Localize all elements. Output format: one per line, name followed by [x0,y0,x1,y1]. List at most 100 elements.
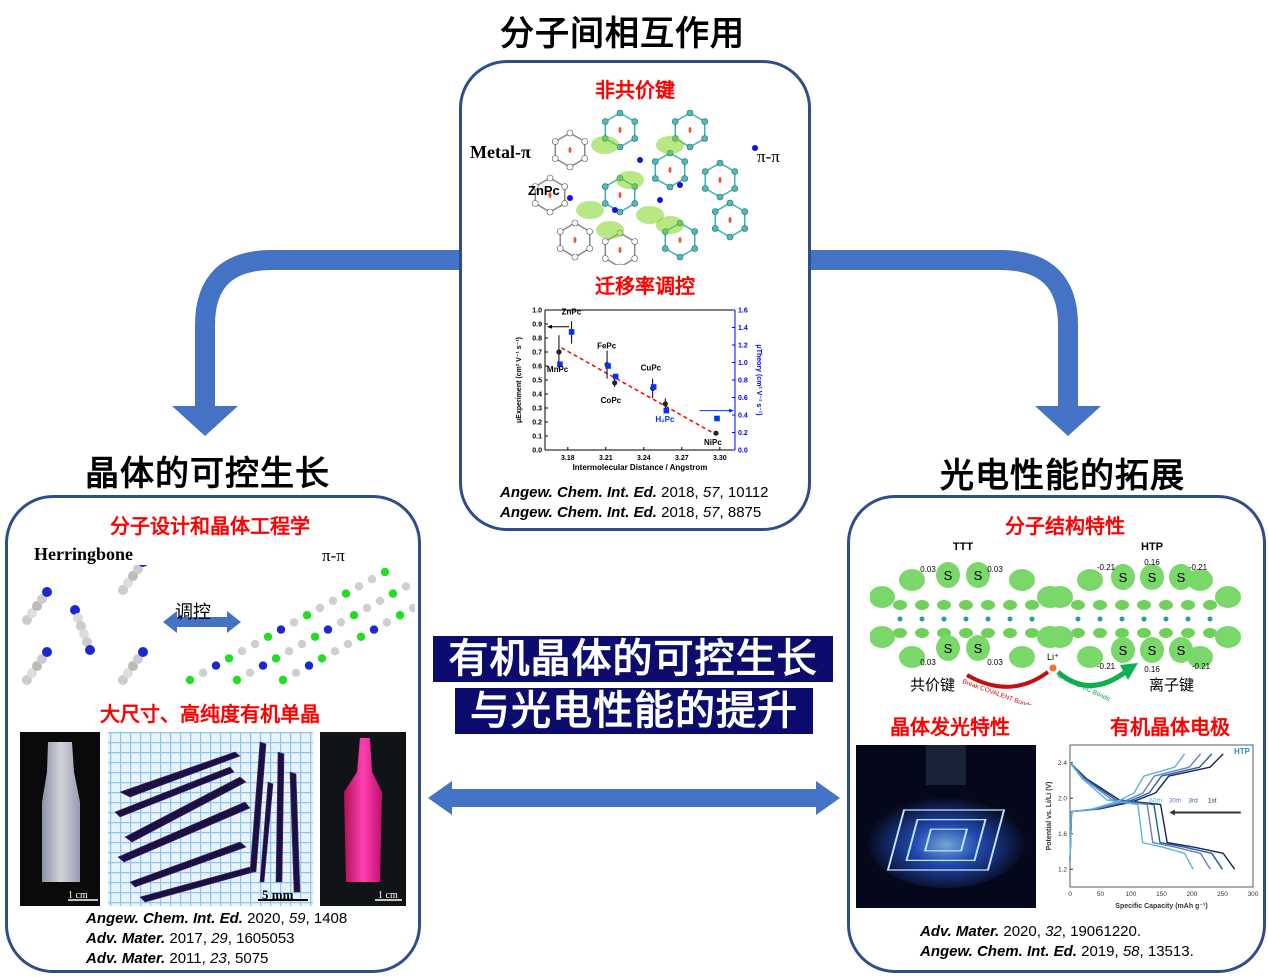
atom [631,238,639,245]
herringbone-molecule [32,661,42,671]
pi-stack-molecule [354,582,364,591]
orbital-lobe [1025,628,1039,638]
herringbone-molecule [133,654,143,664]
atom [691,228,699,235]
ref-journal: Angew. Chem. Int. Ed. [500,504,657,521]
nitrogen-atom [612,207,618,213]
nitrogen-atom [752,145,758,151]
ref-volume: 23 [209,950,227,967]
orbital-lobe [1187,569,1213,591]
ttt-charge: 0.03 [920,658,936,667]
pi-stack-molecule [258,661,268,670]
pi-stack-molecule [356,632,366,641]
orbital-lobe [1215,626,1241,648]
pi-stack-molecule [250,639,260,649]
sulfur-label: S [1177,570,1186,585]
orbital-lobe [1071,600,1085,610]
orbital-lobe [959,600,973,610]
atom [531,200,539,207]
x-tick-label: 50 [1097,891,1105,898]
right-axis-arrowhead [729,408,734,413]
orbital-lobe [915,600,929,610]
atom [546,208,554,216]
ttt-charge: 0.03 [987,658,1003,667]
legend-label: 60th [1149,798,1162,805]
main-title: 分子间相互作用 [500,15,745,53]
ref-page: , 5075 [226,950,269,967]
pi-stack-molecule [401,582,411,591]
pi-stack-molecule [317,654,327,663]
orbital-lobe [1181,600,1195,610]
ref-year: 2018, [661,504,699,521]
atom [716,159,724,167]
label-pi-pi-top: π-π [757,147,780,166]
theory-point [557,361,563,368]
phthalocyanine-structure-image [531,109,758,265]
orbital-lobe [893,628,907,638]
heading-large-crystals: 大尺寸、高纯度有机单晶 [100,704,320,726]
ring-critical-point [718,177,722,183]
compound-label: CoPc [601,396,622,405]
covalent-bond-label: 共价键 [910,677,955,694]
center-title-line2: 与光电性能的提升 [455,688,813,734]
compound-label: NiPc [704,438,722,447]
ref-year: 2019, [1081,943,1119,960]
ring-critical-point [728,217,732,223]
carbon-atom [1029,616,1035,622]
pi-stack-molecule [380,567,390,577]
y-tick-label: 0.1 [532,434,542,441]
orbital-lobe [1009,646,1035,668]
sulfur-lobe [966,635,990,661]
atom [556,228,564,235]
ref-volume: 57 [702,504,720,521]
atom [631,118,639,125]
label-herringbone: Herringbone [34,544,133,564]
photo-clear-crystal [20,732,100,906]
pi-stack-molecule [276,625,286,634]
experiment-point [713,430,719,436]
atom [586,245,594,252]
orbital-lobe [1203,628,1217,638]
heading-mobility: 迁移率调控 [595,276,695,298]
chart-label-htp: HTP [1234,747,1251,756]
herringbone-molecule [85,645,95,655]
atom [566,163,574,171]
htp-charge-top: 0.16 [1144,558,1160,567]
sulfur-label: S [944,568,953,583]
curve-30th-discharge [1069,762,1211,870]
herringbone-molecule [22,675,32,685]
y-tick-label: 0.9 [532,322,542,329]
atom [666,183,674,191]
y-tick-label: 1.0 [532,308,542,315]
herringbone-molecule [27,608,37,618]
compound-label: FePc [597,342,617,351]
top-ref-2: Angew. Chem. Int. Ed. 2018, 57, 8875 [500,504,761,521]
scale-label-2: 5 mm [262,887,294,902]
orbital-lobe [899,569,925,591]
x-axis-label: Specific Capacity (mAh g⁻¹) [1115,903,1207,910]
htp-charge-top: -0.21 [1189,563,1208,572]
left-axis-arrowhead [547,324,552,329]
ref-volume: 59 [288,910,306,927]
herringbone-molecule [42,587,52,597]
heading-molecular-structure: 分子结构特性 [1005,516,1125,538]
herringbone-molecule [79,629,89,639]
y-tick-label: 1.6 [1058,831,1067,838]
atom [546,174,554,182]
ref-page: , 19061220. [1061,923,1142,940]
atom [701,118,709,125]
atom [716,193,724,201]
herringbone-molecule [73,613,83,623]
pi-stack-molecule [382,618,392,627]
x-tick-label: 250 [1217,891,1228,898]
atom [556,245,564,252]
interaction-surface [616,171,644,189]
atom [741,225,749,232]
atom [601,118,609,125]
carbon-atom [1097,616,1103,622]
carbon-atom [1007,616,1013,622]
ring-critical-point [548,192,552,198]
sulfur-lobe [1111,564,1135,590]
